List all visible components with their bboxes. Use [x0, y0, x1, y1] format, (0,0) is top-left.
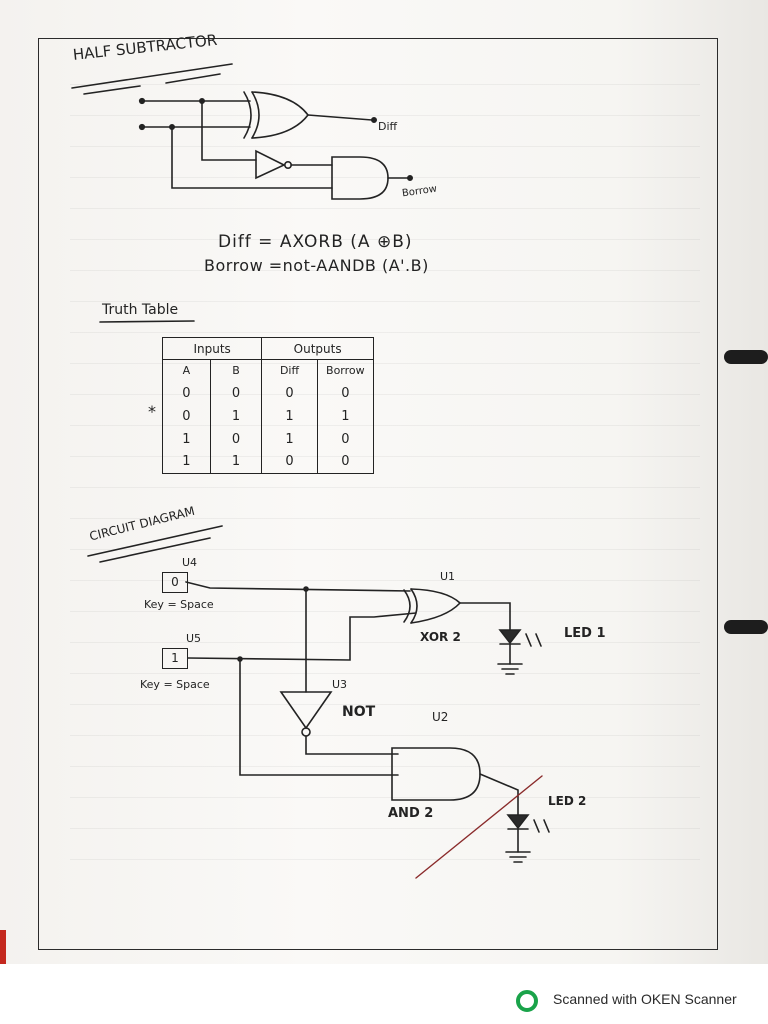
table-cell: 0	[341, 454, 350, 470]
u4-ref: U4	[182, 556, 198, 569]
col-header-b: B	[210, 359, 263, 382]
u1-ref: U1	[440, 570, 456, 583]
diff-output-node	[370, 117, 377, 124]
u3-ref: U3	[332, 678, 348, 691]
table-cell: 1	[261, 404, 318, 428]
circuit-title-underline-2	[99, 537, 211, 563]
led1-light-arrows	[525, 633, 542, 647]
wire-diff-out	[307, 114, 373, 121]
red-binder-edge	[0, 930, 6, 964]
u5-ref: U5	[186, 632, 202, 645]
table-cell: 0	[162, 381, 211, 405]
led1-ground	[497, 663, 523, 675]
scanned-page	[0, 0, 768, 964]
xor-input-arc	[251, 91, 260, 139]
wire-u5-and	[239, 658, 399, 776]
truth-table-title: Truth Table	[102, 302, 179, 318]
table-cell: 0	[261, 450, 318, 474]
u5-key-label: Key = Space	[140, 678, 210, 691]
wire-a-not	[201, 100, 257, 161]
truth-table-underline	[99, 320, 195, 323]
borrow-output-node	[406, 175, 413, 182]
scanner-footer-text: Scanned with OKEN Scanner	[553, 991, 737, 1007]
u2-name: AND 2	[388, 806, 434, 821]
not-body	[255, 149, 286, 180]
binder-ring-bottom	[724, 620, 768, 634]
led1-label: LED 1	[564, 626, 606, 641]
scanner-footer	[0, 964, 768, 1024]
group-inputs: Inputs	[161, 337, 263, 360]
schematic-drawing	[71, 63, 550, 879]
led2-light-arrows	[533, 819, 550, 833]
u2-ref: U2	[432, 710, 449, 724]
wire-u5-xor	[187, 612, 417, 661]
group-outputs: Outputs	[261, 337, 374, 360]
binder-ring-top	[724, 350, 768, 364]
xor-back-arc	[243, 91, 252, 139]
wire-u4-xor	[185, 581, 411, 592]
u5-switch-box[interactable]: 1	[162, 648, 188, 669]
table-cell: 1	[210, 404, 263, 428]
u3-name: NOT	[342, 704, 376, 720]
xor-body	[251, 91, 310, 139]
equation-borrow: Borrow =not-AANDB (A'.B)	[204, 256, 429, 275]
table-cell: 0	[341, 385, 350, 401]
junction-u4	[303, 586, 309, 592]
circuit-title-underline-1	[87, 525, 223, 557]
u3-not-body	[279, 691, 333, 730]
heading-underline-2	[83, 85, 141, 95]
wire-xor-led1	[459, 602, 511, 631]
u1-body	[410, 588, 462, 624]
table-cell: 0	[261, 381, 318, 405]
wire-not-and2	[305, 735, 399, 755]
u1-input-arc	[410, 588, 418, 624]
led2-ground	[505, 851, 531, 863]
heading-underline-3	[165, 73, 221, 84]
u1-name: XOR 2	[420, 630, 461, 644]
u2-and-body	[391, 747, 481, 801]
wire-b-and	[171, 126, 333, 189]
junction-u5	[237, 656, 243, 662]
red-strike-line	[415, 775, 543, 879]
u4-switch-box[interactable]: 0	[162, 572, 188, 593]
table-cell: 0	[210, 427, 263, 451]
led2-label: LED 2	[548, 794, 587, 808]
table-cell: 1	[341, 408, 350, 424]
led2-diode	[506, 814, 530, 830]
equation-diff: Diff = AXORB (A ⊕B)	[218, 232, 413, 252]
heading-underline-1	[71, 63, 233, 89]
table-cell: 0	[210, 381, 263, 405]
table-cell: 1	[210, 450, 263, 474]
row-marker: *	[148, 402, 156, 421]
led1-diode	[498, 629, 522, 645]
label-diff: Diff	[378, 120, 398, 133]
table-cell: 0	[341, 431, 350, 447]
table-cell: 1	[162, 427, 211, 451]
table-cell: 0	[162, 404, 211, 428]
page-border	[38, 38, 718, 950]
oken-scanner-logo-icon	[516, 990, 538, 1012]
col-header-a: A	[162, 359, 211, 382]
table-cell: 1	[162, 450, 211, 474]
col-header-diff: Diff	[261, 359, 318, 382]
table-cell: 1	[261, 427, 318, 451]
and-body	[331, 156, 389, 200]
u4-key-label: Key = Space	[144, 598, 214, 611]
col-header-borrow: Borrow	[326, 364, 365, 378]
u1-back-arc	[403, 589, 411, 623]
wire-and-led2	[479, 773, 519, 816]
